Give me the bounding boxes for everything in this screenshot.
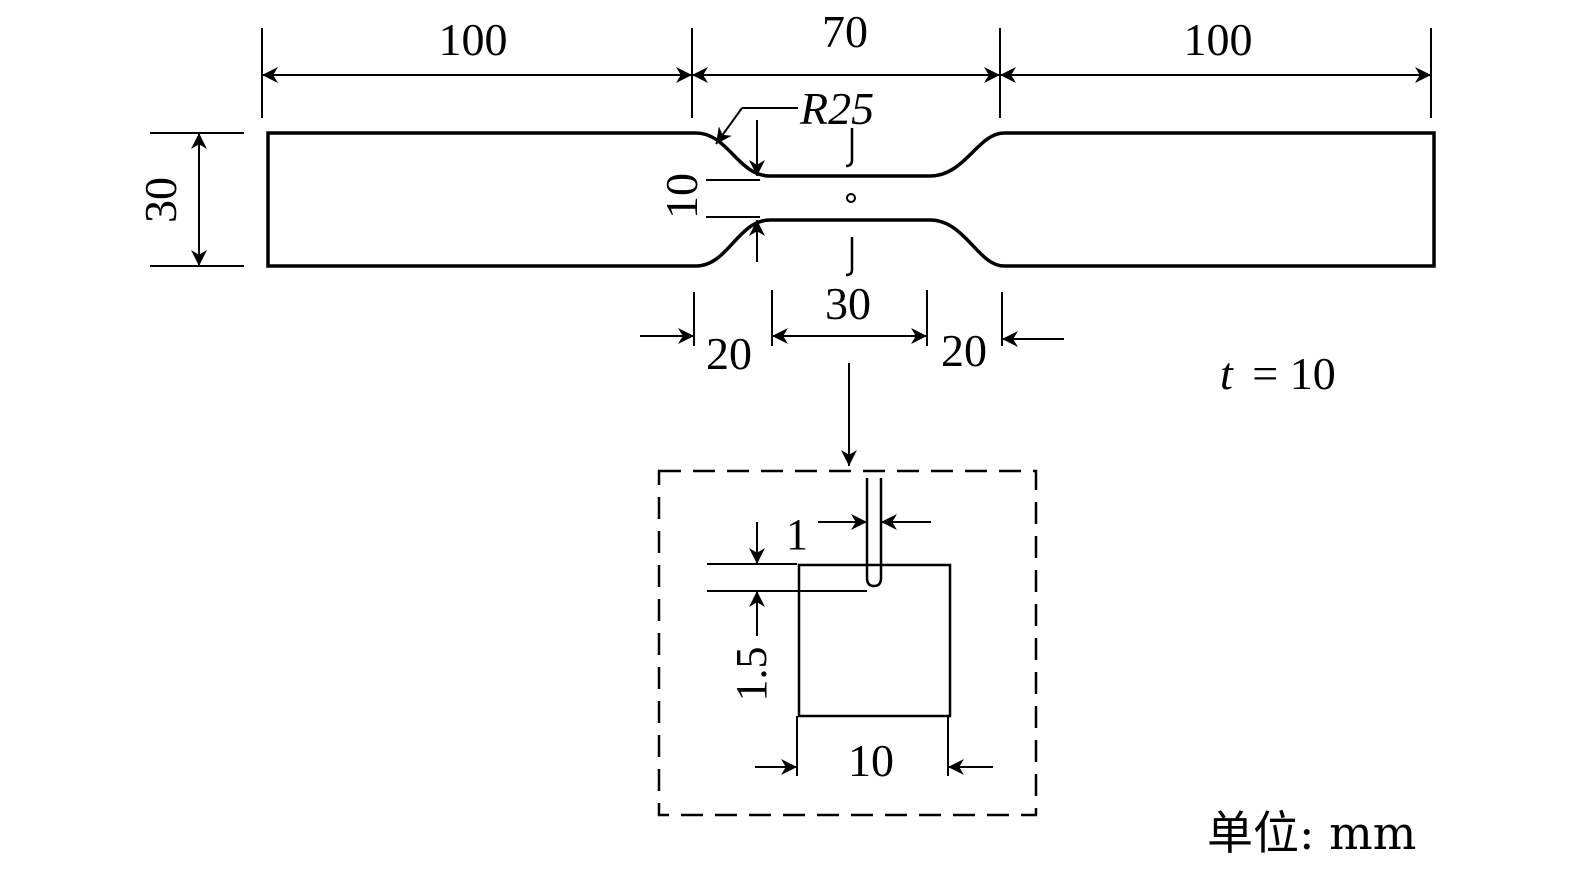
notch-depth-label: 1.5: [727, 647, 776, 702]
top-dimensions: [261, 28, 1432, 118]
center-hole: [846, 193, 856, 203]
thickness-note: t = 10: [1220, 348, 1336, 399]
middle-length-label: 70: [822, 6, 868, 57]
detail-frame: [657, 469, 1038, 817]
center-length-label: 30: [825, 278, 871, 329]
left-length-label: 100: [439, 14, 508, 65]
neck-width-label: 10: [656, 173, 707, 219]
block-width-dimension: [755, 716, 993, 776]
overall-width-label: 30: [135, 177, 186, 223]
block-width-label: 10: [848, 735, 894, 786]
notch-depth-dimension: [707, 522, 867, 636]
thickness-symbol: t: [1220, 348, 1234, 399]
right-length-label: 100: [1184, 14, 1253, 65]
bottom-dimensions: [640, 290, 1064, 347]
notch-mark-bottom: [845, 237, 854, 277]
detail-block: [797, 563, 952, 718]
notch-width-label: 1: [786, 510, 808, 559]
fillet-radius-label: R25: [799, 83, 874, 134]
notch-mark-top: [845, 128, 854, 168]
specimen-outline: [266, 131, 1436, 268]
units-label: 单位: mm: [1207, 806, 1416, 860]
right-transition-label: 20: [941, 325, 987, 376]
width-dimension: [150, 132, 244, 267]
thickness-value: = 10: [1252, 348, 1335, 399]
left-transition-label: 20: [706, 328, 752, 379]
neck-width-dimension: [706, 120, 765, 262]
radius-leader: [715, 107, 798, 145]
detail-notch: [865, 478, 883, 588]
